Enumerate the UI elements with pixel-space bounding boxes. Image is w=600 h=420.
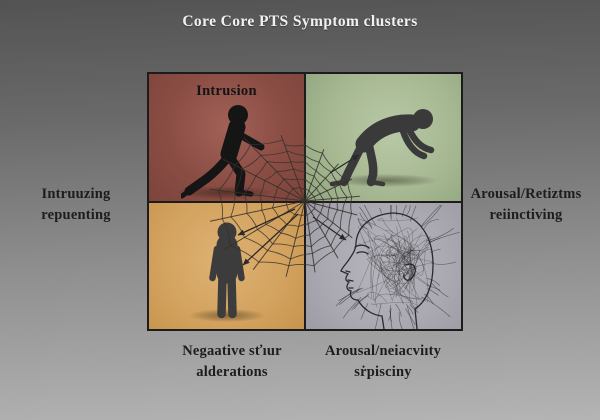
label-left-line1: Intruuzing [41,186,111,202]
figure-title: Core Core PTS Symptom clusters [182,13,418,30]
label-bottom-right-line2: sṙpisciny [354,364,412,381]
label-bottom-left-line2: alderations [196,364,268,381]
figure-shadow [189,308,265,322]
label-bottom-left: Negaative sťıur alderations [147,341,317,384]
quadrant-intrusion-label: Intrusion [196,83,257,99]
label-bottom-right-line1: Arousal/neiacviıty [324,343,442,359]
figure-shadow [334,174,438,187]
label-right-line2: reiinctiving [489,207,563,224]
label-left: Intruuzing repuenting [2,184,150,227]
label-left-line2: repuenting [41,207,111,224]
label-right: Arousal/Retiztms reiinctiving [453,184,599,227]
head-profile-outline [340,211,434,329]
standing-person-silhouette [209,222,245,318]
quadrant-negative-alterations [149,202,304,329]
stooped-person-silhouette [329,109,435,187]
label-right-line1: Arousal/Retiztms [470,186,582,202]
quadrant-intrusion: Intrusion [149,74,304,201]
scribbled-head-profile [335,204,460,329]
quadrant-arousal [306,202,461,329]
label-bottom-left-line1: Negaative sťıur [182,343,282,359]
quadrant-grid: Intrusion [147,72,463,331]
quadrant-avoidance [306,74,461,201]
label-bottom-right: Arousal/neiacviıty sṙpisciny [298,341,468,384]
running-person-silhouette [181,105,265,199]
